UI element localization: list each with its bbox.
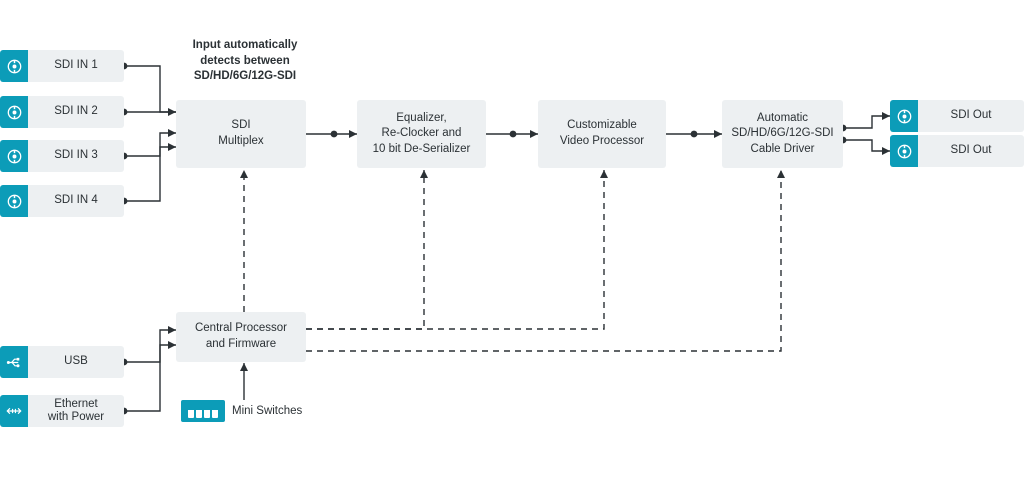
ethernet-icon [0,395,28,427]
port-label-line-2: with Power [47,411,105,423]
sdi-connector-icon [0,50,28,82]
sdi-connector-icon [0,140,28,172]
port-label: USB [28,346,124,378]
input-detect-note: Input automatically detects between SD/H… [178,38,312,85]
block-line-3: 10 bit De-Serializer [372,142,471,155]
block-line-2: Re-Clocker and [381,127,462,140]
port-label: Ethernet with Power [28,395,124,427]
port-label: SDI IN 3 [28,140,124,172]
note-line-1: Input automatically [192,39,298,51]
usb-icon [0,346,28,378]
sdi-connector-icon [0,185,28,217]
block-equalizer-reclocker-deserializer[interactable]: Equalizer, Re-Clocker and 10 bit De-Seri… [357,100,486,168]
port-usb[interactable]: USB [0,346,124,378]
block-line-1: Customizable [567,119,637,132]
port-label: SDI IN 1 [28,50,124,82]
port-label-line-1: Ethernet [54,397,98,410]
port-label: SDI Out [918,100,1024,132]
port-label: SDI Out [918,135,1024,167]
block-automatic-cable-driver[interactable]: Automatic SD/HD/6G/12G-SDI Cable Driver [722,100,843,168]
port-sdi-out-1[interactable]: SDI Out [890,100,1024,132]
block-line-2: SD/HD/6G/12G-SDI [731,127,834,140]
block-line-2: and Firmware [205,338,277,350]
block-line-2: Video Processor [559,135,645,147]
port-sdi-in-3[interactable]: SDI IN 3 [0,140,124,172]
port-sdi-in-1[interactable]: SDI IN 1 [0,50,124,82]
block-sdi-multiplex[interactable]: SDI Multiplex [176,100,306,168]
sdi-connector-icon [890,135,918,167]
port-sdi-in-2[interactable]: SDI IN 2 [0,96,124,128]
block-line-1: SDI [231,119,251,132]
dip-switch-icon [181,400,225,422]
port-sdi-out-2[interactable]: SDI Out [890,135,1024,167]
port-label: SDI IN 4 [28,185,124,217]
sdi-connector-icon [890,100,918,132]
port-ethernet-with-power[interactable]: Ethernet with Power [0,395,124,427]
block-line-1: Central Processor [194,322,288,335]
block-line-2: Multiplex [218,135,264,147]
port-sdi-in-4[interactable]: SDI IN 4 [0,185,124,217]
note-line-2: detects between [200,54,290,67]
mini-switches[interactable]: Mini Switches [181,400,302,422]
block-line-1: Automatic [756,111,809,124]
note-line-3: SD/HD/6G/12G-SDI [193,70,297,83]
sdi-connector-icon [0,96,28,128]
mini-switches-label: Mini Switches [232,405,303,417]
block-central-processor-and-firmware[interactable]: Central Processor and Firmware [176,312,306,362]
block-customizable-video-processor[interactable]: Customizable Video Processor [538,100,666,168]
block-line-1: Equalizer, [396,111,447,124]
block-line-3: Cable Driver [750,142,815,155]
port-label: SDI IN 2 [28,96,124,128]
